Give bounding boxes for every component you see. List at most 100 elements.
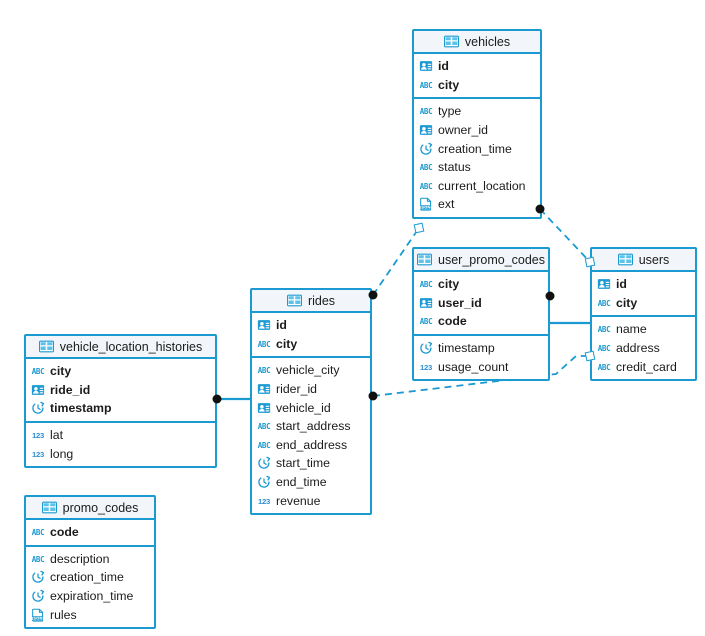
abc-string-icon: ABC xyxy=(257,363,271,377)
svg-text:123: 123 xyxy=(420,363,432,372)
svg-text:ABC: ABC xyxy=(598,325,611,334)
field-rides-start_time[interactable]: start_time xyxy=(252,454,370,473)
svg-text:ABC: ABC xyxy=(420,107,433,116)
field-label: credit_card xyxy=(616,359,677,374)
field-rides-vehicle_id[interactable]: vehicle_id xyxy=(252,398,370,417)
edge-endpoint-square-rides-to-vehicles[interactable] xyxy=(413,222,425,234)
field-label: expiration_time xyxy=(50,589,134,604)
field-vehicles-owner_id[interactable]: owner_id xyxy=(414,121,540,140)
clock-icon xyxy=(31,401,45,415)
svg-text:ABC: ABC xyxy=(32,555,45,564)
edge-endpoint-dot-rides-to-vehicles[interactable] xyxy=(368,290,378,300)
svg-text:ABC: ABC xyxy=(420,163,433,172)
key-field-user_promo_codes-user_id[interactable]: user_id xyxy=(414,294,548,313)
field-user_promo_codes-timestamp[interactable]: timestamp xyxy=(414,339,548,358)
field-label: status xyxy=(438,160,471,175)
field-label: creation_time xyxy=(50,570,124,585)
svg-text:JSON: JSON xyxy=(419,205,431,210)
field-vehicles-status[interactable]: ABC status xyxy=(414,158,540,177)
field-label: rules xyxy=(50,607,77,622)
svg-text:ABC: ABC xyxy=(258,366,271,375)
entity-header-user_promo_codes[interactable]: user_promo_codes xyxy=(414,249,548,272)
table-icon xyxy=(443,35,459,48)
edge-endpoint-square-rides-to-users[interactable] xyxy=(584,350,596,362)
field-user_promo_codes-usage_count[interactable]: 123 usage_count xyxy=(414,357,548,376)
entity-header-vehicle_location_histories[interactable]: vehicle_location_histories xyxy=(26,336,215,359)
entity-header-rides[interactable]: rides xyxy=(252,290,370,313)
field-promo_codes-creation_time[interactable]: creation_time xyxy=(26,568,154,587)
123-number-icon: 123 xyxy=(31,447,45,461)
abc-string-icon: ABC xyxy=(597,296,611,310)
field-label: city xyxy=(438,77,460,92)
table-icon xyxy=(38,340,54,353)
edge-endpoint-dot-user_promo_codes-to-users[interactable] xyxy=(545,291,555,301)
entity-header-vehicles[interactable]: vehicles xyxy=(414,31,540,54)
edge-endpoint-dot-rides-to-users[interactable] xyxy=(368,391,378,401)
uuid-person-icon xyxy=(257,318,271,332)
key-field-vehicle_location_histories-timestamp[interactable]: timestamp xyxy=(26,399,215,418)
field-label: end_time xyxy=(276,475,327,490)
svg-text:123: 123 xyxy=(32,450,44,459)
field-label: long xyxy=(50,446,74,461)
entity-name: user_promo_codes xyxy=(438,252,546,267)
key-field-users-id[interactable]: id xyxy=(592,275,695,294)
field-label: description xyxy=(50,551,110,566)
abc-string-icon: ABC xyxy=(419,160,433,174)
field-label: usage_count xyxy=(438,359,509,374)
field-vehicle_location_histories-long[interactable]: 123 long xyxy=(26,444,215,463)
key-field-rides-id[interactable]: id xyxy=(252,316,370,335)
key-field-vehicle_location_histories-ride_id[interactable]: ride_id xyxy=(26,381,215,400)
entity-header-promo_codes[interactable]: promo_codes xyxy=(26,497,154,520)
123-number-icon: 123 xyxy=(257,494,271,508)
svg-text:ABC: ABC xyxy=(32,528,45,537)
entity-header-users[interactable]: users xyxy=(592,249,695,272)
table-icon xyxy=(41,501,57,514)
field-vehicles-creation_time[interactable]: creation_time xyxy=(414,139,540,158)
columns-section-user_promo_codes: timestamp 123 usage_count xyxy=(414,333,548,379)
svg-text:ABC: ABC xyxy=(32,367,45,376)
field-rides-rider_id[interactable]: rider_id xyxy=(252,380,370,399)
key-field-vehicles-id[interactable]: id xyxy=(414,57,540,76)
svg-text:ABC: ABC xyxy=(258,422,271,431)
field-label: code xyxy=(438,314,467,329)
field-label: id xyxy=(276,318,287,333)
edge-endpoint-dot-vehicle_location_histories-to-rides[interactable] xyxy=(212,394,222,404)
field-rides-end_time[interactable]: end_time xyxy=(252,473,370,492)
svg-text:ABC: ABC xyxy=(420,280,433,289)
entity-name: vehicle_location_histories xyxy=(59,339,203,354)
field-promo_codes-description[interactable]: ABC description xyxy=(26,550,154,569)
edge-endpoint-square-vehicles-to-users[interactable] xyxy=(584,256,596,268)
field-promo_codes-expiration_time[interactable]: expiration_time xyxy=(26,587,154,606)
edge-endpoint-dot-vehicles-to-users[interactable] xyxy=(535,204,545,214)
